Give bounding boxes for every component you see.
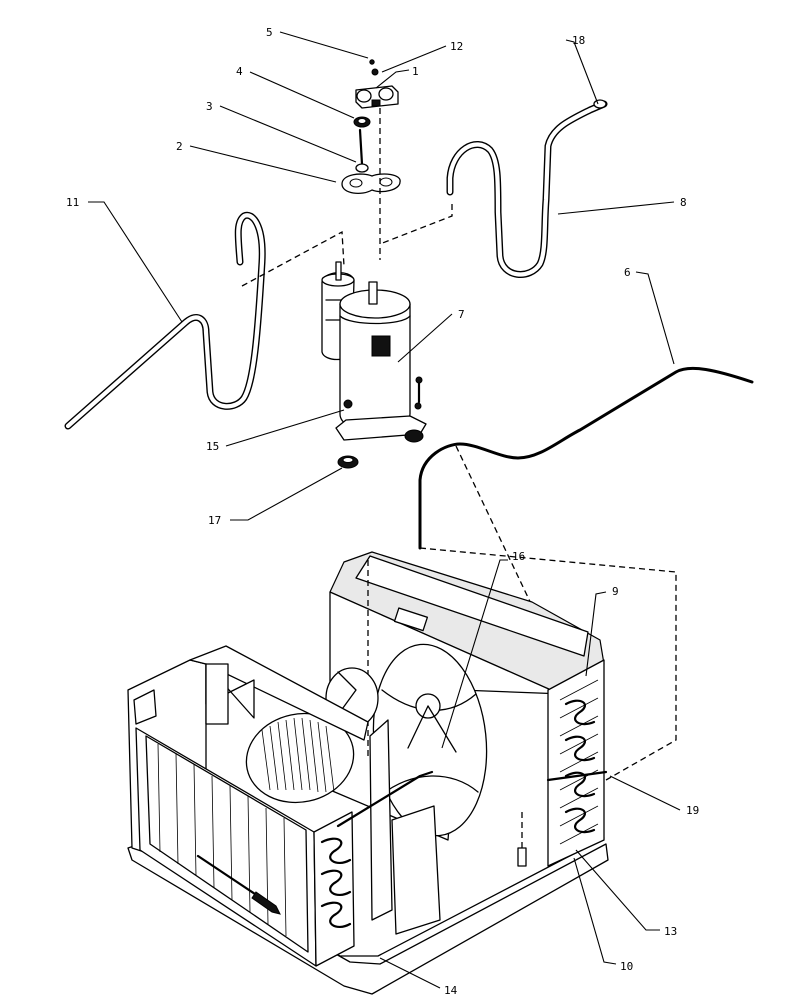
callout-labels: 1 2 3 4 5 6 7 8 9 10 11 12 13 14 15 16 1… — [66, 26, 699, 997]
callout-2: 2 — [176, 140, 183, 153]
discharge-tube-8 — [379, 99, 608, 278]
callout-11: 11 — [66, 196, 79, 209]
callout-4: 4 — [236, 65, 243, 78]
suction-tube-11 — [64, 211, 345, 430]
callout-9: 9 — [612, 585, 619, 598]
evaporator-coil — [135, 727, 355, 967]
callout-7: 7 — [458, 308, 465, 321]
callout-15: 15 — [206, 440, 219, 453]
chassis-assembly — [127, 551, 609, 995]
callout-16: 16 — [512, 550, 525, 563]
condenser-coil — [559, 679, 599, 845]
callout-8: 8 — [680, 196, 687, 209]
callout-5: 5 — [266, 26, 273, 39]
callout-18: 18 — [572, 34, 585, 47]
tube-6 — [418, 366, 754, 781]
callout-19: 19 — [686, 804, 699, 817]
callout-12: 12 — [450, 40, 463, 53]
compressor — [321, 261, 427, 469]
callout-6: 6 — [624, 266, 631, 279]
blower-wheel — [245, 667, 379, 804]
callout-13: 13 — [664, 925, 677, 938]
callout-14: 14 — [444, 984, 458, 997]
callout-1: 1 — [412, 65, 419, 78]
terminal-cover-assembly — [341, 59, 401, 260]
callout-10: 10 — [620, 960, 633, 973]
callout-3: 3 — [206, 100, 213, 113]
leader-lines — [88, 31, 681, 989]
callout-17: 17 — [208, 514, 221, 527]
